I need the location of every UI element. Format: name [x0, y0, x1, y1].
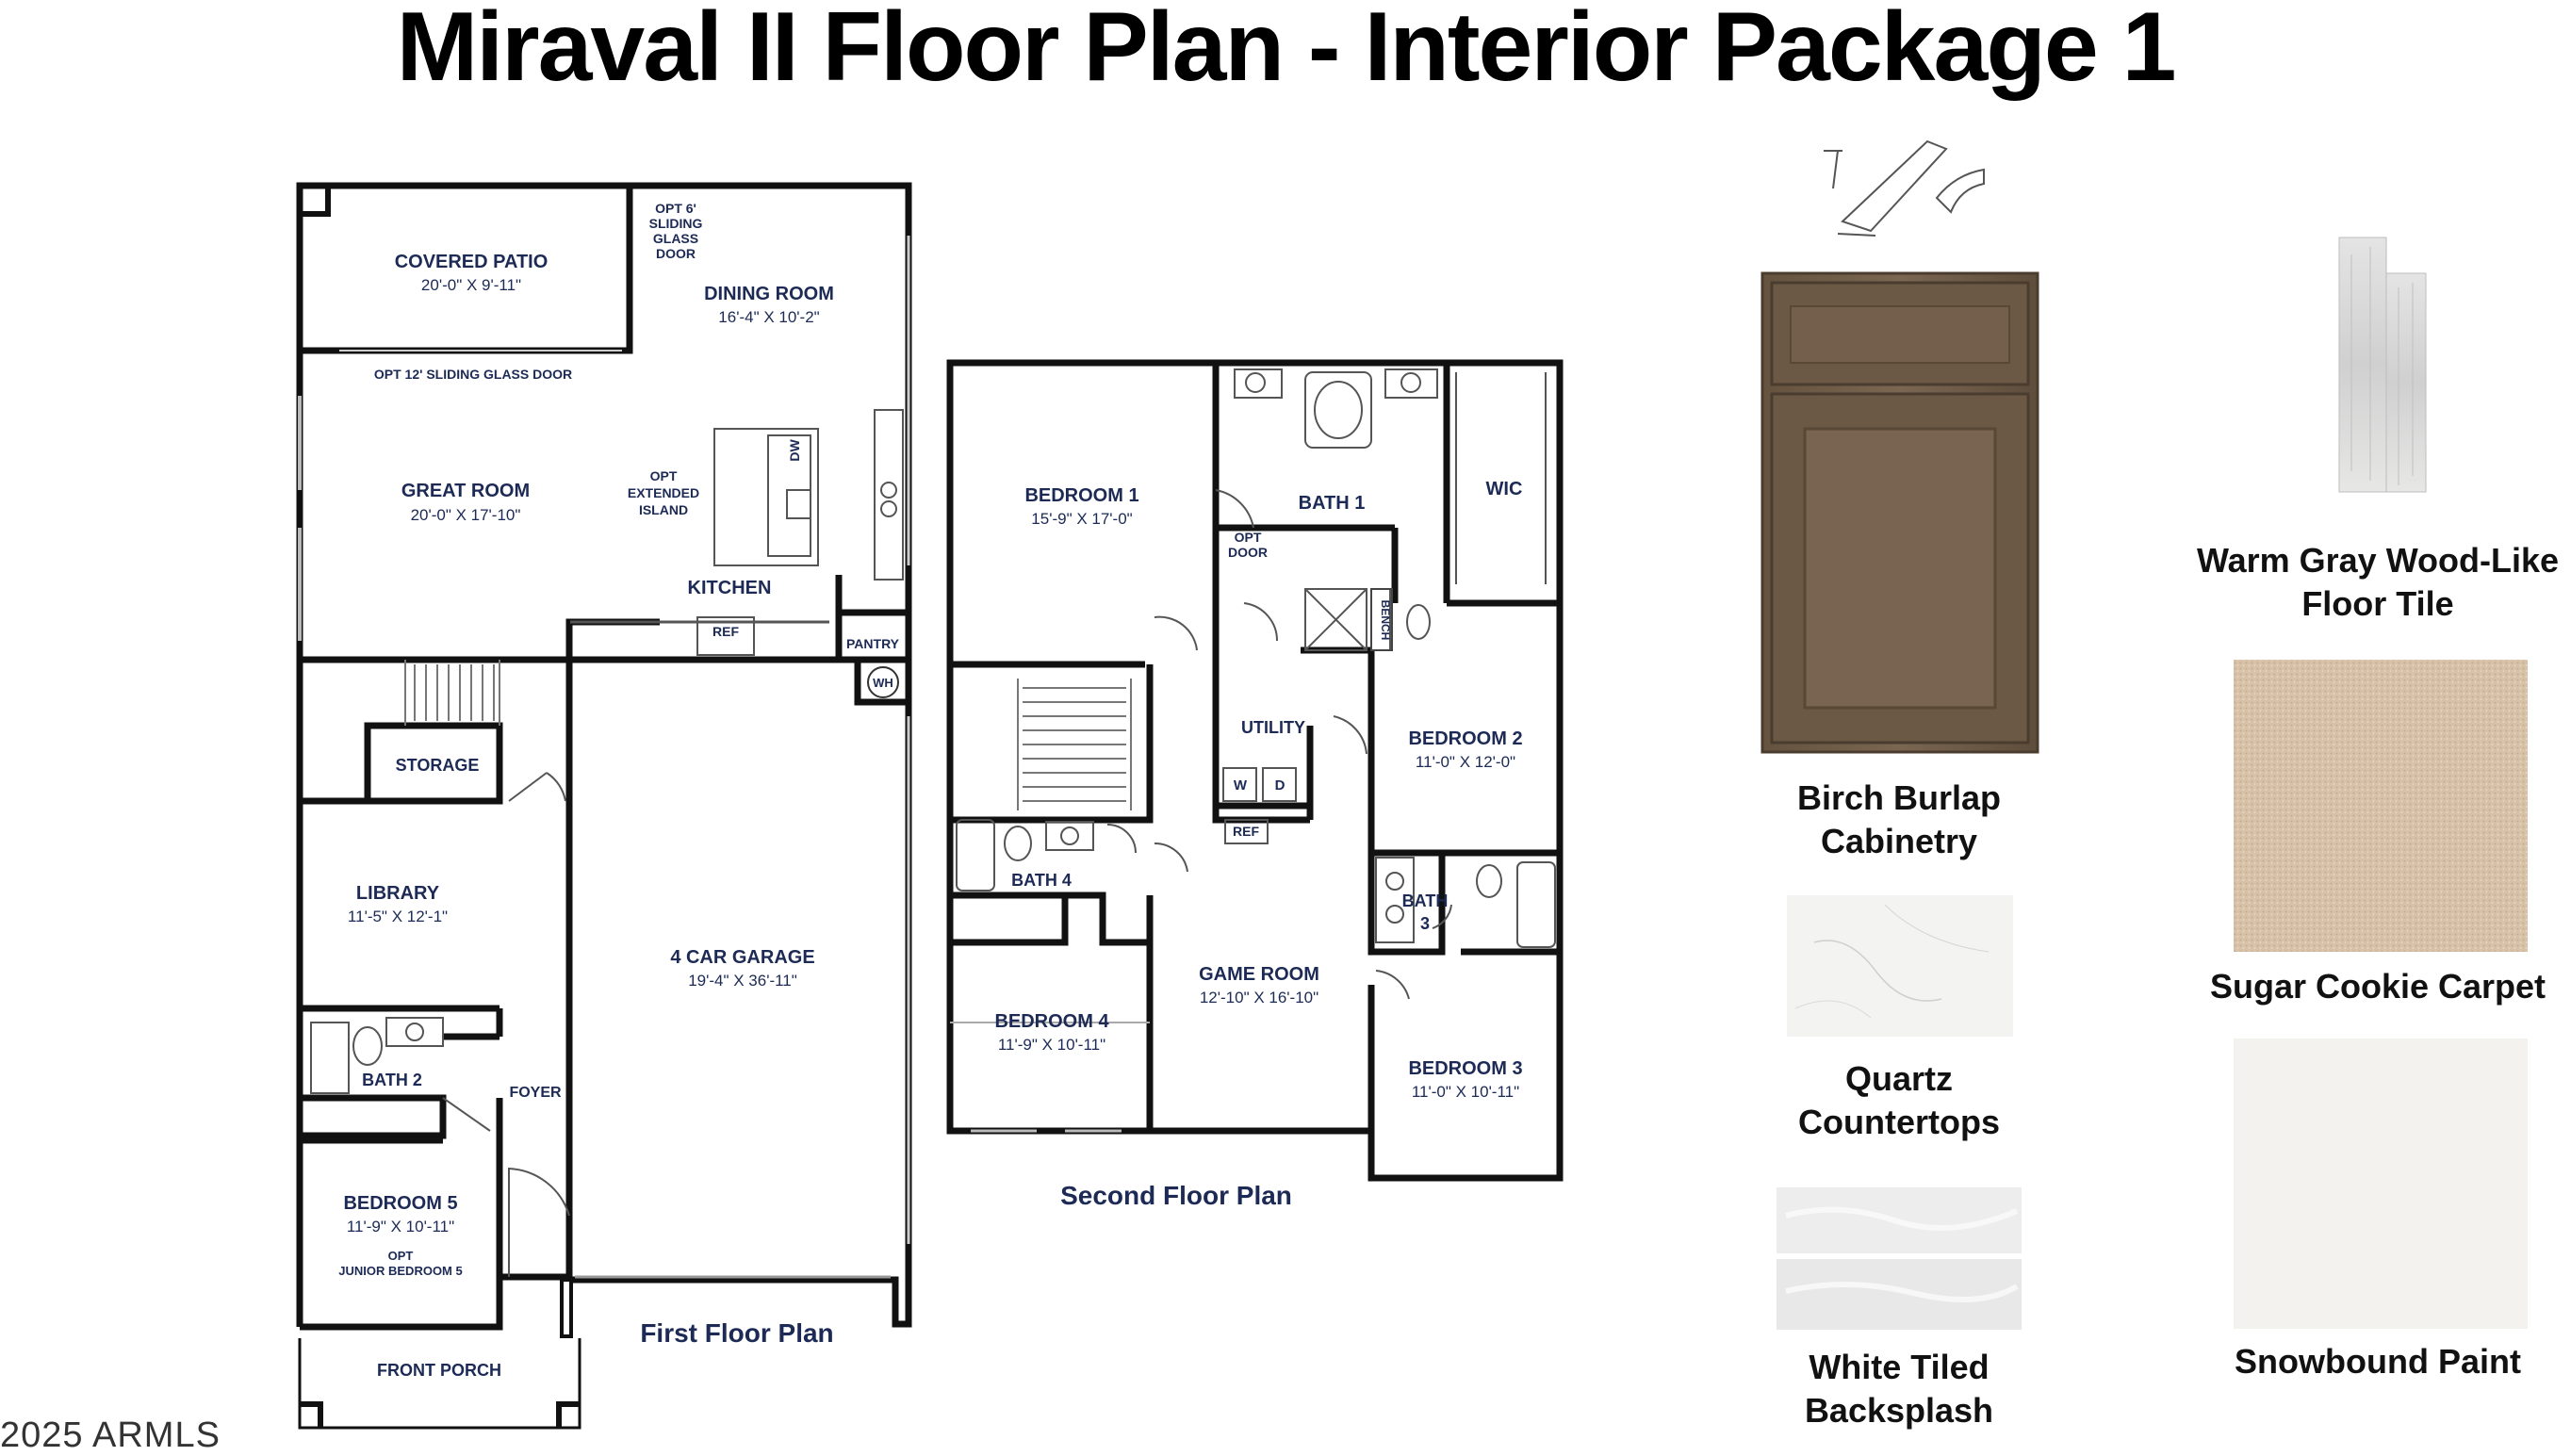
- opt-sliding-door-line4: DOOR: [656, 246, 696, 261]
- bedroom4-label: BEDROOM 4: [994, 1011, 1109, 1032]
- second-floor-details: [950, 368, 1556, 1133]
- library-dim: 11'-5" X 12'-1": [348, 908, 448, 925]
- floor-tile-label-line2: Floor Tile: [2301, 584, 2454, 623]
- garage-dim: 19'-4" X 36'-11": [688, 972, 797, 990]
- game-room-label: GAME ROOM: [1199, 964, 1319, 985]
- bedroom5-label: BEDROOM 5: [343, 1193, 457, 1214]
- utility-label: UTILITY: [1241, 718, 1305, 737]
- paint-label: Snowbound Paint: [2235, 1342, 2521, 1381]
- first-floor-caption: First Floor Plan: [640, 1318, 833, 1348]
- pantry-label: PANTRY: [846, 636, 900, 651]
- second-floor-ref-label: REF: [1233, 824, 1259, 839]
- front-porch-label: FRONT PORCH: [377, 1361, 501, 1380]
- kitchen-label: KITCHEN: [688, 578, 772, 598]
- backsplash-label: White Tiled Backsplash: [1753, 1346, 2045, 1432]
- countertops-label-line1: Quartz: [1844, 1059, 1953, 1098]
- opt-door-line1: OPT: [1235, 530, 1262, 545]
- opt-sliding-door-line2: SLIDING: [649, 216, 703, 231]
- dining-room-label: DINING ROOM: [704, 284, 834, 304]
- water-heater-label: WH: [873, 676, 893, 690]
- dryer-label: D: [1275, 777, 1286, 793]
- covered-patio-dim: 20'-0" X 9'-11": [421, 276, 521, 294]
- game-room-dim: 12'-10" X 16'-10": [1200, 989, 1318, 1006]
- opt-12-sliding-door: OPT 12' SLIDING GLASS DOOR: [374, 367, 572, 382]
- bedroom1-label: BEDROOM 1: [1024, 485, 1138, 506]
- bedroom2-label: BEDROOM 2: [1408, 728, 1522, 749]
- quartz-swatch: [1787, 895, 2013, 1037]
- bedroom3-label: BEDROOM 3: [1408, 1058, 1522, 1079]
- floor-tile-label: Warm Gray Wood-Like Floor Tile: [2185, 539, 2571, 626]
- washer-label: W: [1234, 777, 1248, 793]
- covered-patio-label: COVERED PATIO: [395, 252, 549, 272]
- page-title: Miraval II Floor Plan - Interior Package…: [396, 0, 2177, 102]
- dining-room-dim: 16'-4" X 10'-2": [718, 308, 819, 326]
- opt-island-line3: ISLAND: [639, 502, 688, 517]
- bedroom5-opt-line1: OPT: [388, 1249, 414, 1263]
- cabinet-swatch: [1760, 271, 2039, 754]
- great-room-dim: 20'-0" X 17'-10": [411, 506, 521, 524]
- crown-molding-sketch: [1824, 139, 1985, 237]
- cabinetry-label-line2: Cabinetry: [1820, 822, 1978, 860]
- bedroom3-dim: 11'-0" X 10'-11": [1412, 1083, 1519, 1101]
- backsplash-swatch: [1777, 1187, 2022, 1330]
- dishwasher-label: DW: [787, 439, 802, 462]
- backsplash-label-line1: White Tiled: [1809, 1348, 1990, 1386]
- carpet-swatch: [2234, 660, 2528, 952]
- library-label: LIBRARY: [356, 883, 440, 904]
- bedroom5-dim: 11'-9" X 10'-11": [347, 1218, 454, 1235]
- bath1-label: BATH 1: [1299, 493, 1366, 514]
- opt-island-line1: OPT: [650, 468, 678, 483]
- bench-label: BENCH: [1379, 600, 1392, 641]
- bedroom2-dim: 11'-0" X 12'-0": [1416, 753, 1515, 771]
- storage-label: STORAGE: [396, 756, 480, 775]
- backsplash-label-line2: Backsplash: [1804, 1391, 1994, 1430]
- paint-swatch: [2234, 1039, 2528, 1329]
- bath3-label-line2: 3: [1420, 914, 1430, 933]
- bedroom1-dim: 15'-9" X 17'-0": [1031, 510, 1132, 528]
- bedroom4-dim: 11'-9" X 10'-11": [998, 1036, 1105, 1054]
- floor-tile-swatch: [2338, 237, 2427, 493]
- bath4-label: BATH 4: [1011, 871, 1072, 890]
- cabinetry-label-line1: Birch Burlap: [1796, 778, 2002, 817]
- first-floor-plan: [296, 182, 912, 1430]
- copyright-watermark: 2025 ARMLS: [0, 1415, 221, 1455]
- cabinetry-label: Birch Burlap Cabinetry: [1753, 777, 2045, 863]
- bath3-label-line1: BATH: [1402, 892, 1449, 910]
- great-room-label: GREAT ROOM: [401, 481, 530, 501]
- first-floor-ref-label: REF: [712, 624, 739, 639]
- foyer-label: FOYER: [509, 1085, 562, 1101]
- opt-door-line2: DOOR: [1228, 545, 1268, 560]
- floor-tile-label-line1: Warm Gray Wood-Like: [2196, 541, 2560, 580]
- wic-label: WIC: [1486, 479, 1523, 499]
- garage-label: 4 CAR GARAGE: [670, 947, 814, 968]
- bedroom5-opt-line2: JUNIOR BEDROOM 5: [338, 1264, 462, 1278]
- opt-sliding-door-line1: OPT 6': [655, 201, 696, 216]
- countertops-label-line2: Countertops: [1798, 1103, 2000, 1141]
- opt-island-line2: EXTENDED: [628, 485, 699, 500]
- carpet-label: Sugar Cookie Carpet: [2209, 967, 2546, 1006]
- opt-sliding-door-line3: GLASS: [653, 231, 698, 246]
- countertops-label: Quartz Countertops: [1753, 1057, 2045, 1144]
- first-floor-details: [298, 236, 910, 1279]
- bath2-label: BATH 2: [362, 1071, 422, 1089]
- second-floor-caption: Second Floor Plan: [1060, 1181, 1292, 1210]
